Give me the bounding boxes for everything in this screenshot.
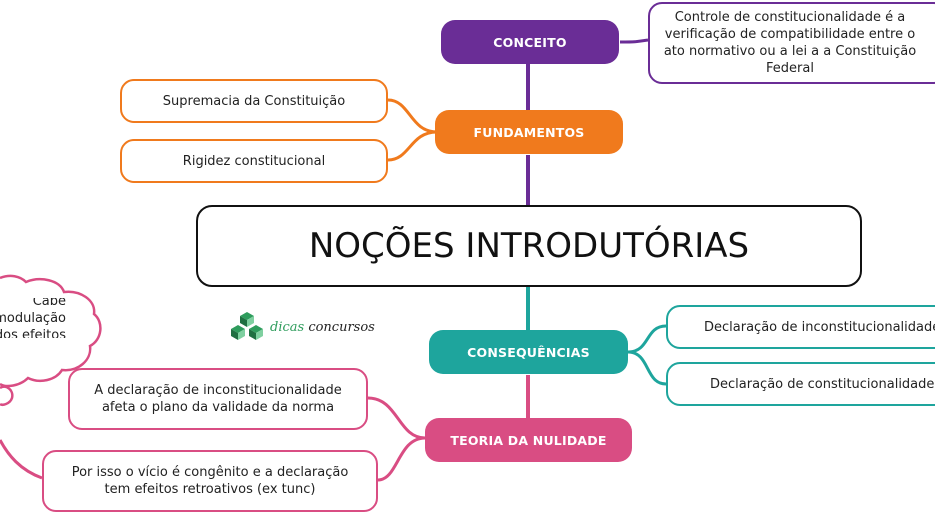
cube-cluster-icon — [231, 312, 263, 340]
conceito-node[interactable]: CONCEITO — [441, 20, 619, 64]
teoria-item-efeitos-retroativos: Por isso o vício é congênito e a declara… — [42, 450, 378, 512]
logo-word-concursos: concursos — [308, 319, 375, 335]
link-teoria-2 — [377, 436, 426, 482]
consequencias-item-inconstitucionalidade: Declaração de inconstitucionalidade — [666, 305, 935, 349]
main-title-box: NOÇÕES INTRODUTÓRIAS — [196, 205, 862, 287]
link-cloud — [0, 439, 43, 480]
link-consequencias-1 — [627, 324, 667, 354]
link-fundamentos-2 — [387, 130, 438, 162]
consequencias-item-constitucionalidade: Declaração de constitucionalidade — [666, 362, 935, 406]
consequencias-node[interactable]: CONSEQUÊNCIAS — [429, 330, 628, 374]
cloud-text: Cabe modulação dos efeitos — [0, 298, 66, 338]
link-consequencias-2 — [627, 350, 667, 386]
cloud-shape — [0, 274, 102, 388]
link-fundamentos-1 — [387, 98, 438, 134]
cloud-bubble — [0, 385, 14, 406]
link-conceito-definition — [619, 38, 649, 44]
conceito-definition-box: Controle de constitucionalidade é a veri… — [648, 2, 935, 84]
teoria-item-plano-validade: A declaração de inconstitucionalidade af… — [68, 368, 368, 430]
teoria-nulidade-node[interactable]: TEORIA DA NULIDADE — [425, 418, 632, 462]
fundamentos-item-supremacia: Supremacia da Constituição — [120, 79, 388, 123]
dicas-concursos-logo: dicas concursos — [230, 310, 375, 344]
fundamentos-node[interactable]: FUNDAMENTOS — [435, 110, 623, 154]
link-teoria-1 — [367, 396, 426, 440]
logo-word-dicas: dicas — [270, 319, 305, 335]
fundamentos-item-rigidez: Rigidez constitucional — [120, 139, 388, 183]
